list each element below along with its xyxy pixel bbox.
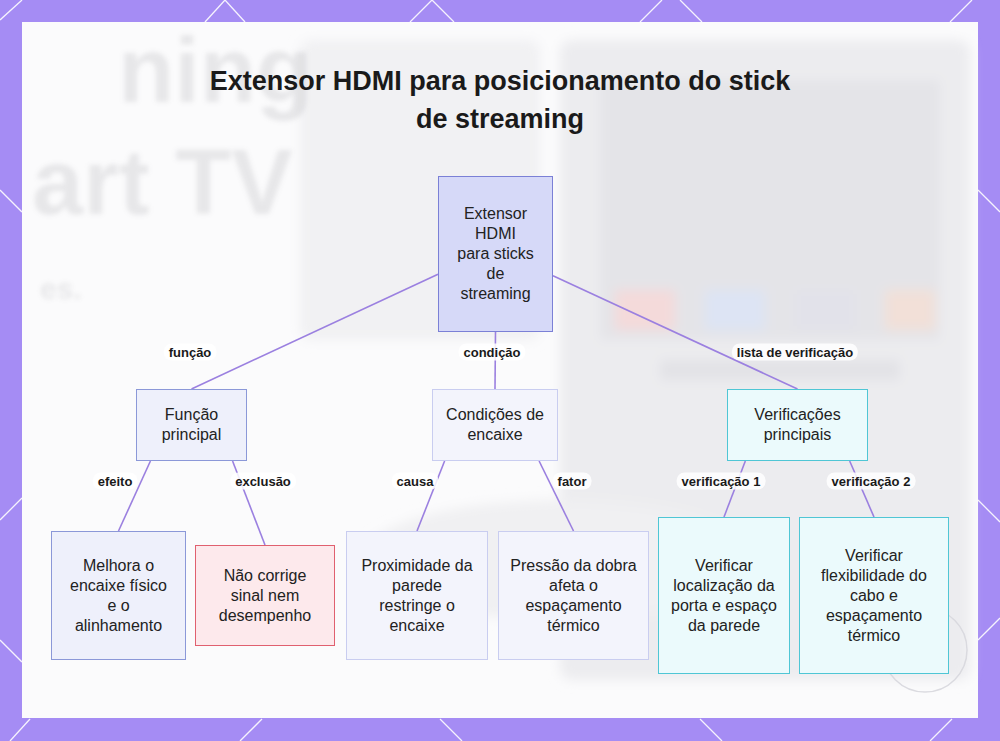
node-text: Pressão da dobra afeta o espaçamento tér…	[509, 556, 638, 636]
root-box: Extensor HDMI para sticks de streaming	[438, 176, 553, 332]
connector-line	[192, 274, 439, 389]
edge-label: fator	[553, 473, 592, 490]
node-text: Verificar localização da porta e espaço …	[671, 556, 777, 636]
node-text: Função principal	[145, 405, 238, 445]
connector-line	[119, 461, 151, 531]
white-panel	[22, 22, 978, 718]
category-box: Função principal	[136, 389, 247, 461]
edge-label: efeito	[93, 473, 138, 490]
node-text: Condições de encaixe	[443, 405, 547, 445]
node-text: Não corrige sinal nem desempenho	[208, 566, 322, 626]
background-watermark: art TV	[32, 130, 293, 235]
node-text: Verificar flexibilidade do cabo e espaça…	[814, 546, 934, 646]
node-text: Proximidade da parede restringe o encaix…	[359, 556, 475, 636]
node-text: Extensor HDMI para sticks de streaming	[457, 204, 534, 304]
edge-label: condição	[458, 344, 525, 361]
exclusion-box: Não corrige sinal nem desempenho	[195, 545, 335, 646]
leaf-box: Proximidade da parede restringe o encaix…	[346, 531, 488, 660]
leaf-box: Pressão da dobra afeta o espaçamento tér…	[498, 531, 649, 660]
edge-label: verificação 2	[827, 473, 916, 490]
leaf-box: Verificar localização da porta e espaço …	[658, 517, 790, 674]
leaf-box: Melhora o encaixe físico e o alinhamento	[51, 531, 186, 660]
connector-line	[539, 461, 573, 531]
category-box: Condições de encaixe	[432, 389, 558, 461]
edge-label: verificação 1	[677, 473, 766, 490]
diagram-title: Extensor HDMI para posicionamento do sti…	[195, 62, 805, 138]
edge-label: exclusão	[230, 473, 296, 490]
edge-label: lista de verificação	[732, 344, 858, 361]
category-box: Verificações principais	[727, 389, 868, 461]
connector-line	[494, 332, 496, 389]
blurred-tv-photo	[300, 40, 970, 680]
edge-label: função	[164, 344, 217, 361]
node-text: Verificações principais	[736, 405, 859, 445]
node-text: Melhora o encaixe físico e o alinhamento	[64, 556, 173, 636]
connector-line	[553, 276, 798, 389]
connector-line	[417, 461, 445, 531]
leaf-box: Verificar flexibilidade do cabo e espaça…	[799, 517, 949, 674]
edge-label: causa	[392, 473, 439, 490]
background-watermark: es.	[40, 272, 82, 306]
